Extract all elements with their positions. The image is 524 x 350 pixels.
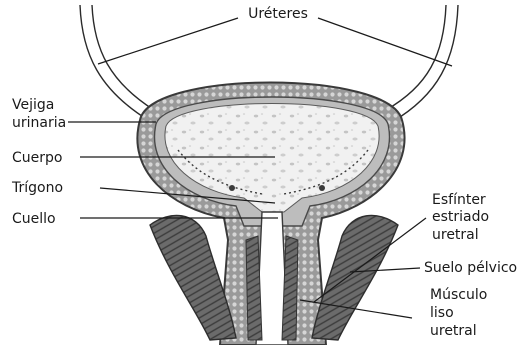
label-sphincter-line3: uretral bbox=[432, 227, 479, 243]
label-pelvic-floor: Suelo pélvico bbox=[424, 260, 517, 276]
label-bladder-line1: Vejiga bbox=[12, 97, 54, 113]
leader-ureters-left bbox=[98, 18, 238, 64]
label-body: Cuerpo bbox=[12, 150, 62, 166]
label-bladder-line2: urinaria bbox=[12, 115, 66, 131]
label-sphincter-line1: Esfínter bbox=[432, 192, 486, 208]
leader-ureters-right bbox=[318, 18, 452, 66]
pelvic-floor-right bbox=[312, 215, 398, 340]
ureter-left bbox=[80, 5, 154, 120]
label-smooth-line2: liso bbox=[430, 305, 454, 321]
label-trigone: Trígono bbox=[11, 180, 63, 196]
label-smooth-line1: Músculo bbox=[430, 287, 487, 303]
label-smooth-line3: uretral bbox=[430, 323, 477, 339]
ureteral-orifice-left bbox=[229, 185, 235, 191]
ureter-right bbox=[386, 5, 458, 122]
pelvic-floor-left bbox=[150, 215, 236, 340]
label-ureters: Uréteres bbox=[248, 6, 308, 22]
ureteral-orifice-right bbox=[319, 185, 325, 191]
label-neck: Cuello bbox=[12, 211, 56, 227]
label-sphincter-line2: estriado bbox=[432, 209, 489, 225]
